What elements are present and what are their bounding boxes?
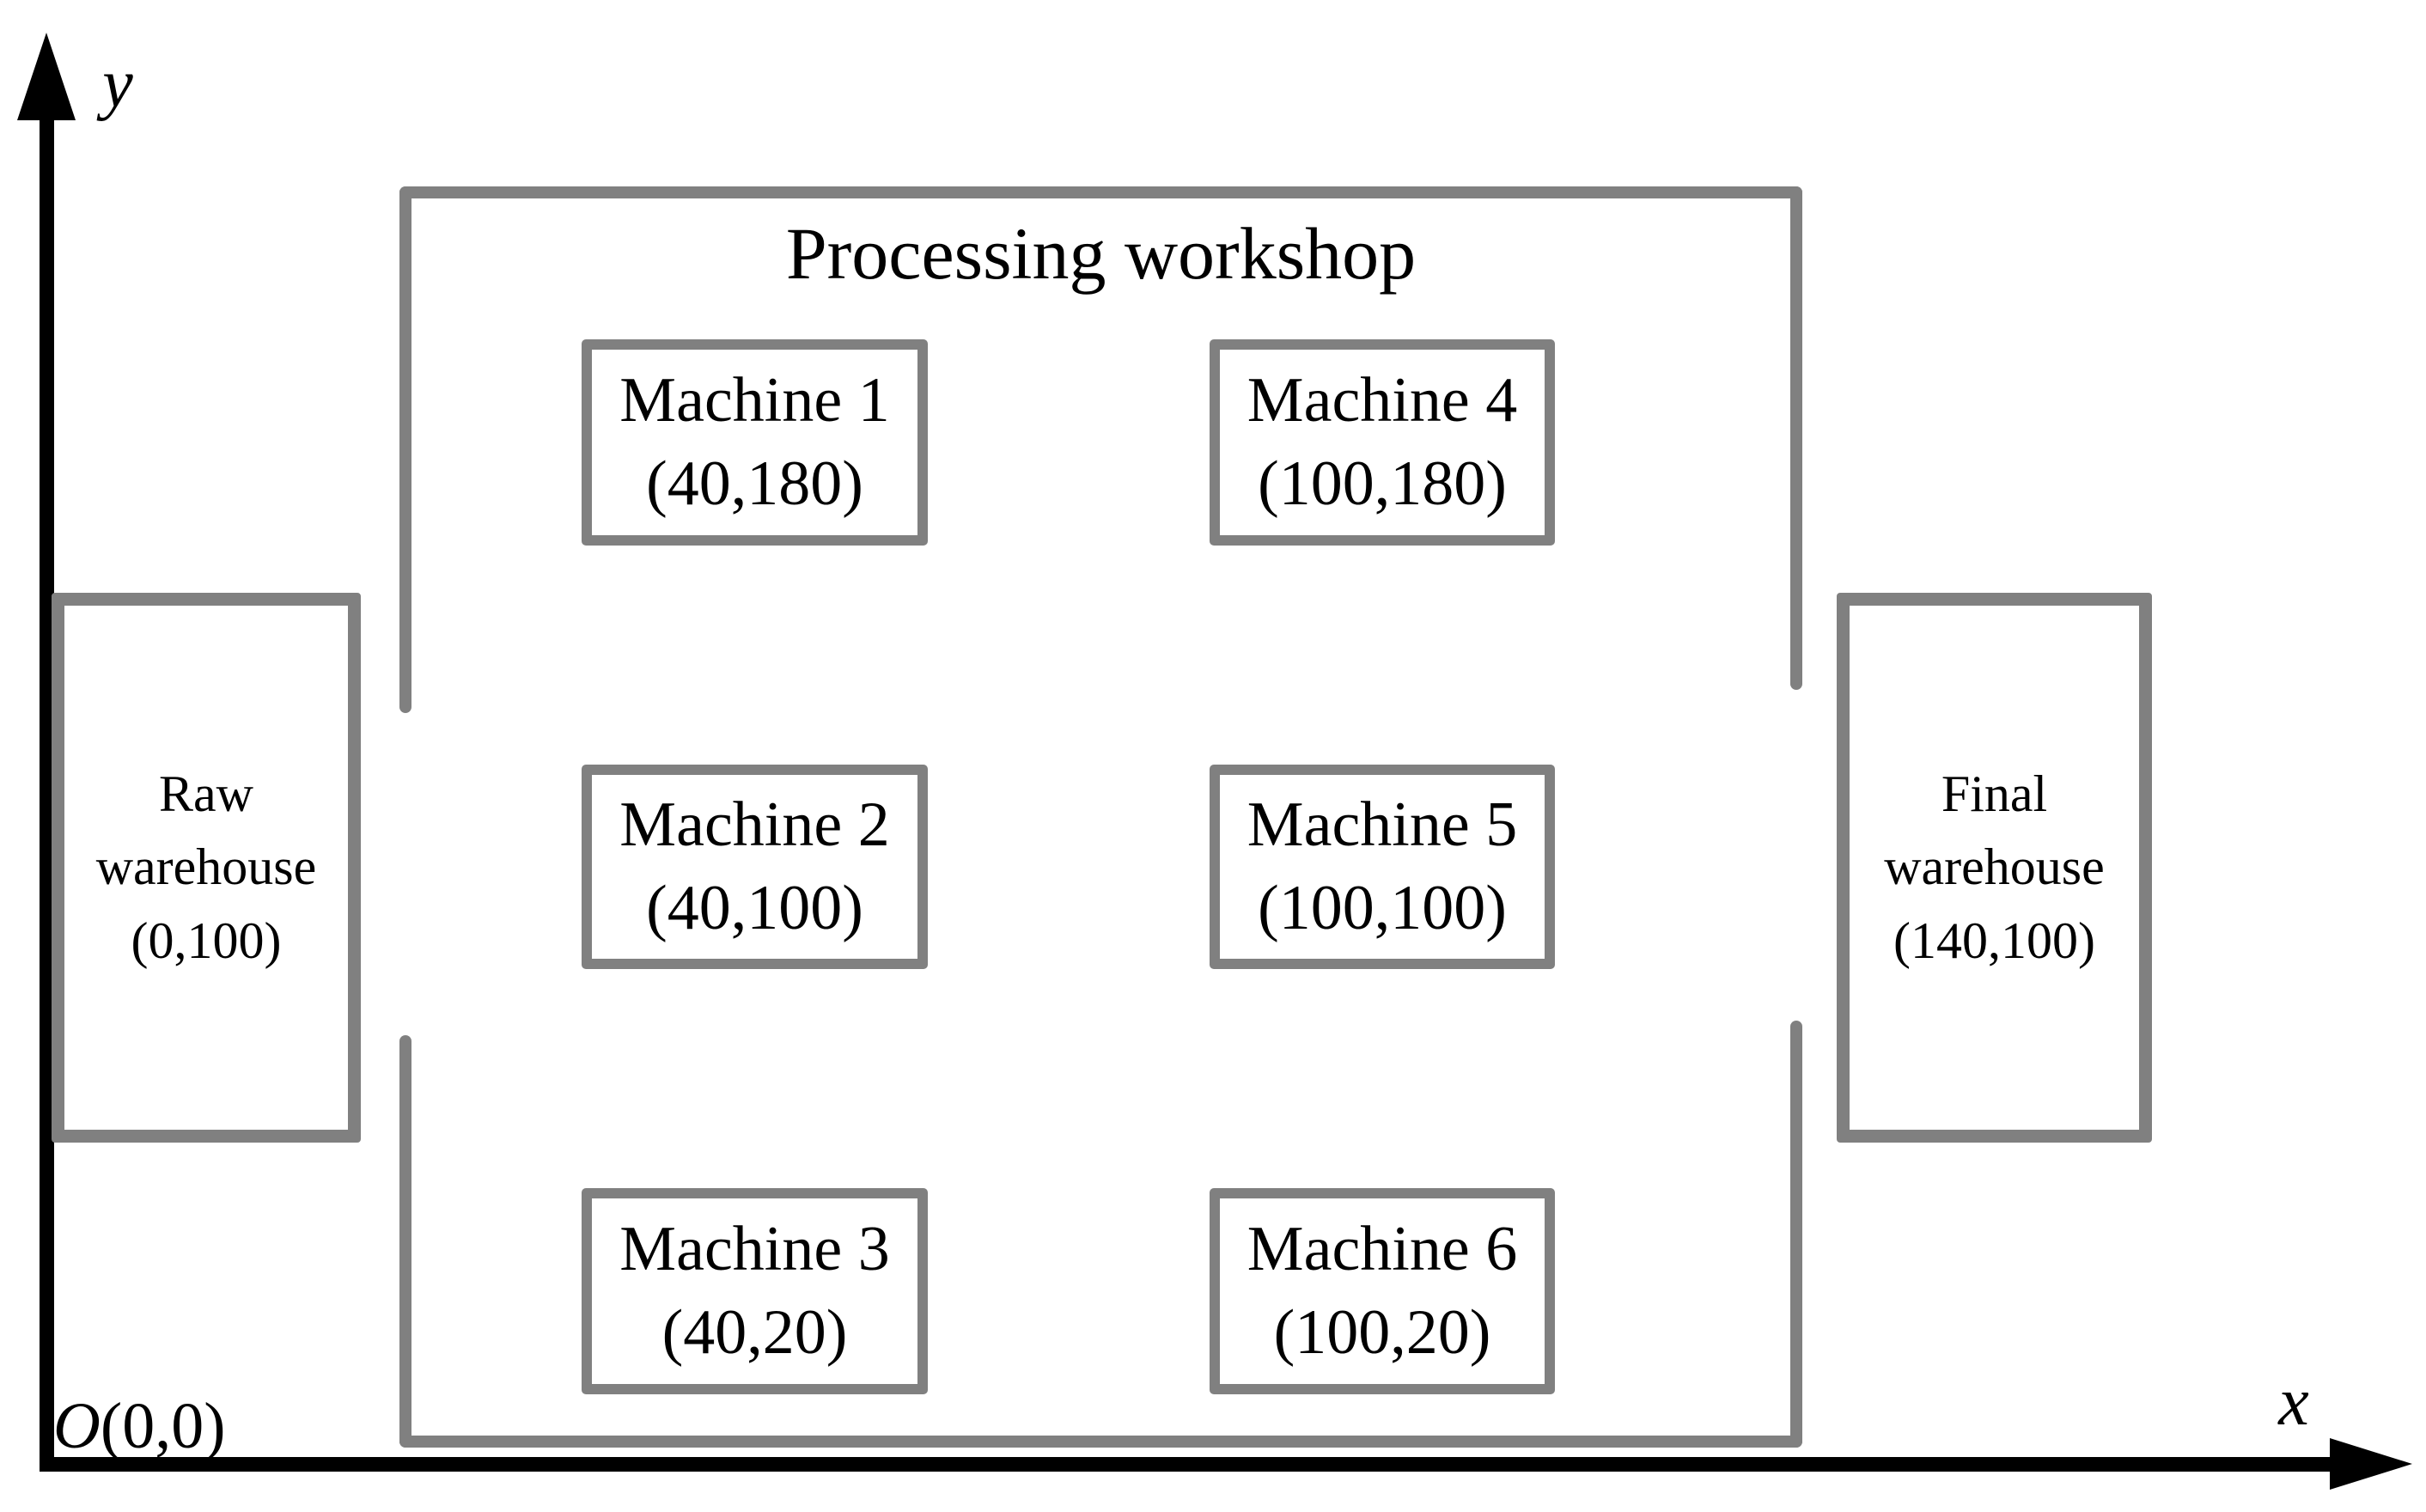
workshop-wall-bottom	[399, 1436, 1802, 1448]
raw-warehouse-name-line2: warehouse	[95, 838, 317, 896]
workshop-wall-right-upper	[1790, 186, 1802, 690]
workshop-wall-right-lower	[1790, 1021, 1802, 1448]
machine-3-coordinates: (40,20)	[661, 1297, 848, 1368]
machine-3-box: Machine 3 (40,20)	[582, 1188, 928, 1394]
machine-6-box: Machine 6 (100,20)	[1210, 1188, 1555, 1394]
raw-warehouse-coordinates: (0,100)	[131, 911, 282, 969]
final-warehouse-name-line2: warehouse	[1884, 838, 2105, 896]
workshop-wall-top	[399, 186, 1802, 198]
final-warehouse-coordinates: (140,100)	[1893, 911, 2095, 969]
machine-4-coordinates: (100,180)	[1258, 448, 1507, 519]
machine-1-coordinates: (40,180)	[646, 448, 863, 519]
x-axis-arrowhead-icon	[2330, 1438, 2412, 1490]
machine-2-name: Machine 2	[619, 790, 890, 861]
machine-6-coordinates: (100,20)	[1273, 1297, 1491, 1368]
machine-6-name: Machine 6	[1247, 1214, 1518, 1285]
origin-point-symbol: O	[53, 1390, 101, 1462]
machine-4-name: Machine 4	[1247, 365, 1518, 436]
raw-warehouse-box: Raw warehouse (0,100)	[52, 593, 361, 1143]
machine-2-box: Machine 2 (40,100)	[582, 765, 928, 969]
machine-3-name: Machine 3	[619, 1214, 890, 1285]
final-warehouse-box: Final warehouse (140,100)	[1837, 593, 2152, 1143]
machine-5-coordinates: (100,100)	[1258, 873, 1507, 943]
machine-4-box: Machine 4 (100,180)	[1210, 339, 1555, 546]
raw-warehouse-name-line1: Raw	[159, 765, 253, 823]
workshop-wall-left-lower	[399, 1035, 411, 1448]
workshop-title: Processing workshop	[785, 212, 1417, 295]
machine-1-box: Machine 1 (40,180)	[582, 339, 928, 546]
machine-5-name: Machine 5	[1247, 790, 1518, 861]
origin-coordinates: (0,0)	[100, 1390, 226, 1462]
machine-1-name: Machine 1	[619, 365, 890, 436]
workshop-wall-left-upper	[399, 186, 411, 713]
x-axis-line	[40, 1457, 2333, 1472]
y-axis-arrowhead-icon	[17, 33, 76, 120]
x-axis-label: x	[2278, 1364, 2309, 1440]
final-warehouse-name-line1: Final	[1941, 765, 2048, 823]
machine-2-coordinates: (40,100)	[646, 873, 863, 943]
y-axis-label: y	[102, 46, 133, 122]
machine-5-box: Machine 5 (100,100)	[1210, 765, 1555, 969]
origin-label: O(0,0)	[53, 1393, 226, 1459]
y-axis-line	[40, 103, 54, 1472]
